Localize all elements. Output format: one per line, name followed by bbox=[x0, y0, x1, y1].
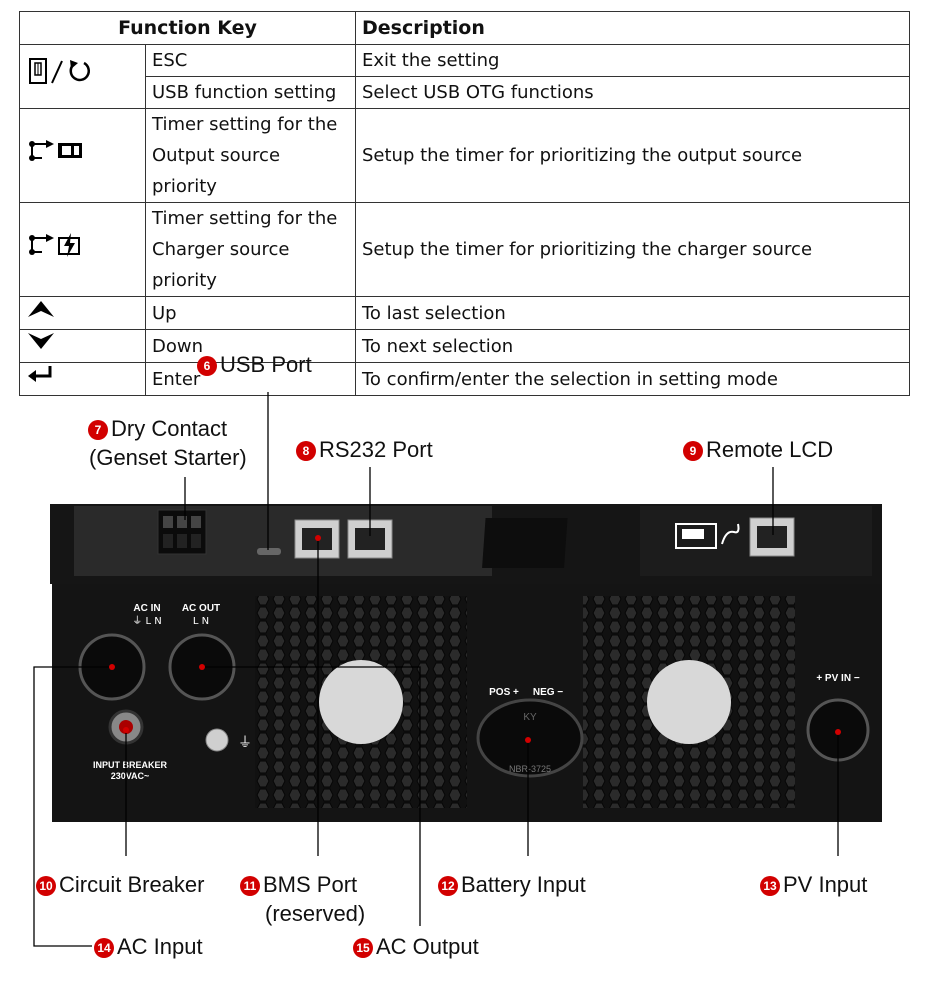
callout-label: Dry Contact bbox=[111, 416, 228, 441]
key-name: Timer setting for the Charger source pri… bbox=[145, 202, 356, 297]
key-name: USB function setting bbox=[145, 76, 356, 109]
key-name: ESC bbox=[145, 44, 356, 77]
bms-port-sub: (reserved) bbox=[265, 901, 366, 926]
callout-number: 15 bbox=[353, 938, 373, 958]
key-name: Timer setting for the Output source prio… bbox=[145, 108, 356, 203]
callout-label: AC Output bbox=[376, 934, 479, 959]
usb-esc-icon bbox=[26, 57, 96, 97]
callout-label: Circuit Breaker bbox=[59, 872, 205, 897]
ground-screw bbox=[205, 728, 229, 752]
callout-label: PV Input bbox=[783, 872, 868, 897]
ac-out-label: AC OUT bbox=[182, 603, 220, 614]
function-key-header: Function Key bbox=[19, 11, 356, 45]
key-description: Setup the timer for prioritizing the cha… bbox=[355, 202, 910, 297]
ground-icon: ⏚ bbox=[238, 735, 252, 751]
table-row: Up To last selection bbox=[19, 296, 910, 330]
key-description: To last selection bbox=[355, 296, 910, 330]
callout-label: USB Port bbox=[220, 352, 312, 377]
key-description: To confirm/enter the selection in settin… bbox=[355, 362, 910, 396]
left-fan-label bbox=[319, 660, 403, 744]
remote-lcd-socket bbox=[749, 517, 795, 557]
icon-cell bbox=[19, 329, 146, 363]
breaker-label-line2: 230VAC~ bbox=[111, 771, 150, 781]
callout-number: 11 bbox=[240, 876, 260, 896]
leader-dots bbox=[109, 535, 841, 743]
timer-output-icon bbox=[26, 136, 86, 176]
callout-label: AC Input bbox=[117, 934, 203, 959]
callout-number: 10 bbox=[36, 876, 56, 896]
remote-lcd-symbol bbox=[675, 523, 740, 549]
ac-out-terminals: L N bbox=[193, 616, 209, 627]
callout-number: 7 bbox=[88, 420, 108, 440]
table-row: Enter To confirm/enter the selection in … bbox=[19, 362, 910, 396]
neg-label: NEG − bbox=[533, 687, 563, 698]
callout-number: 13 bbox=[760, 876, 780, 896]
key-name-line: Timer setting for the bbox=[152, 208, 338, 229]
function-key-table: Function Key Description ESC Exit bbox=[19, 11, 910, 396]
dry-contact-terminal bbox=[157, 509, 207, 555]
callout-number: 6 bbox=[197, 356, 217, 376]
usb-port-socket bbox=[257, 548, 281, 555]
callout-number: 12 bbox=[438, 876, 458, 896]
key-description: Select USB OTG functions bbox=[355, 76, 910, 109]
enter-icon bbox=[26, 363, 56, 395]
timer-charger-icon bbox=[26, 230, 86, 270]
key-description: To next selection bbox=[355, 329, 910, 363]
pos-label: POS + bbox=[489, 687, 519, 698]
key-name: Up bbox=[145, 296, 356, 330]
key-name: Enter bbox=[145, 362, 356, 396]
table-row: Timer setting for the Output source prio… bbox=[19, 108, 910, 203]
icon-cell bbox=[19, 296, 146, 330]
key-description: Exit the setting bbox=[355, 44, 910, 77]
up-arrow-icon bbox=[26, 297, 56, 329]
table-row: USB function setting Select USB OTG func… bbox=[20, 76, 910, 109]
callout-label: BMS Port bbox=[263, 872, 358, 897]
callout-number: 14 bbox=[94, 938, 114, 958]
callout-number: 9 bbox=[683, 441, 703, 461]
ac-in-terminals: ⏚ L N bbox=[132, 615, 161, 627]
battery-model-text: NBR-3725 bbox=[509, 764, 551, 774]
table-row: Down To next selection bbox=[19, 329, 910, 363]
leader-lines bbox=[33, 392, 839, 947]
callout-label: Remote LCD bbox=[706, 437, 834, 462]
down-arrow-icon bbox=[26, 330, 56, 362]
key-name-line: Charger source priority bbox=[152, 239, 290, 291]
icon-cell bbox=[19, 44, 146, 109]
icon-cell bbox=[19, 108, 146, 203]
key-name: Down bbox=[145, 329, 356, 363]
pv-in-label: + PV IN − bbox=[816, 673, 860, 684]
inverter-rear-panel-diagram: AC IN ⏚ L N AC OUT L N INPUT BREAKER 230… bbox=[33, 392, 882, 947]
icon-cell bbox=[19, 362, 146, 396]
icon-cell bbox=[19, 202, 146, 297]
ac-in-label: AC IN bbox=[133, 603, 160, 614]
battery-brand-text: KY bbox=[523, 712, 537, 723]
table-row: ESC Exit the setting bbox=[19, 44, 910, 109]
key-name-line: Timer setting for the bbox=[152, 114, 338, 135]
right-fan-label bbox=[647, 660, 731, 744]
table-row: Timer setting for the Charger source pri… bbox=[19, 202, 910, 297]
callout-label: Battery Input bbox=[461, 872, 586, 897]
callout-number: 8 bbox=[296, 441, 316, 461]
breaker-label-line1: INPUT BREAKER bbox=[93, 760, 168, 770]
key-description: Setup the timer for prioritizing the out… bbox=[355, 108, 910, 203]
dry-contact-sub: (Genset Starter) bbox=[89, 445, 247, 470]
key-name-line: Output source priority bbox=[152, 145, 281, 197]
callout-label: RS232 Port bbox=[319, 437, 433, 462]
description-header: Description bbox=[355, 11, 910, 45]
